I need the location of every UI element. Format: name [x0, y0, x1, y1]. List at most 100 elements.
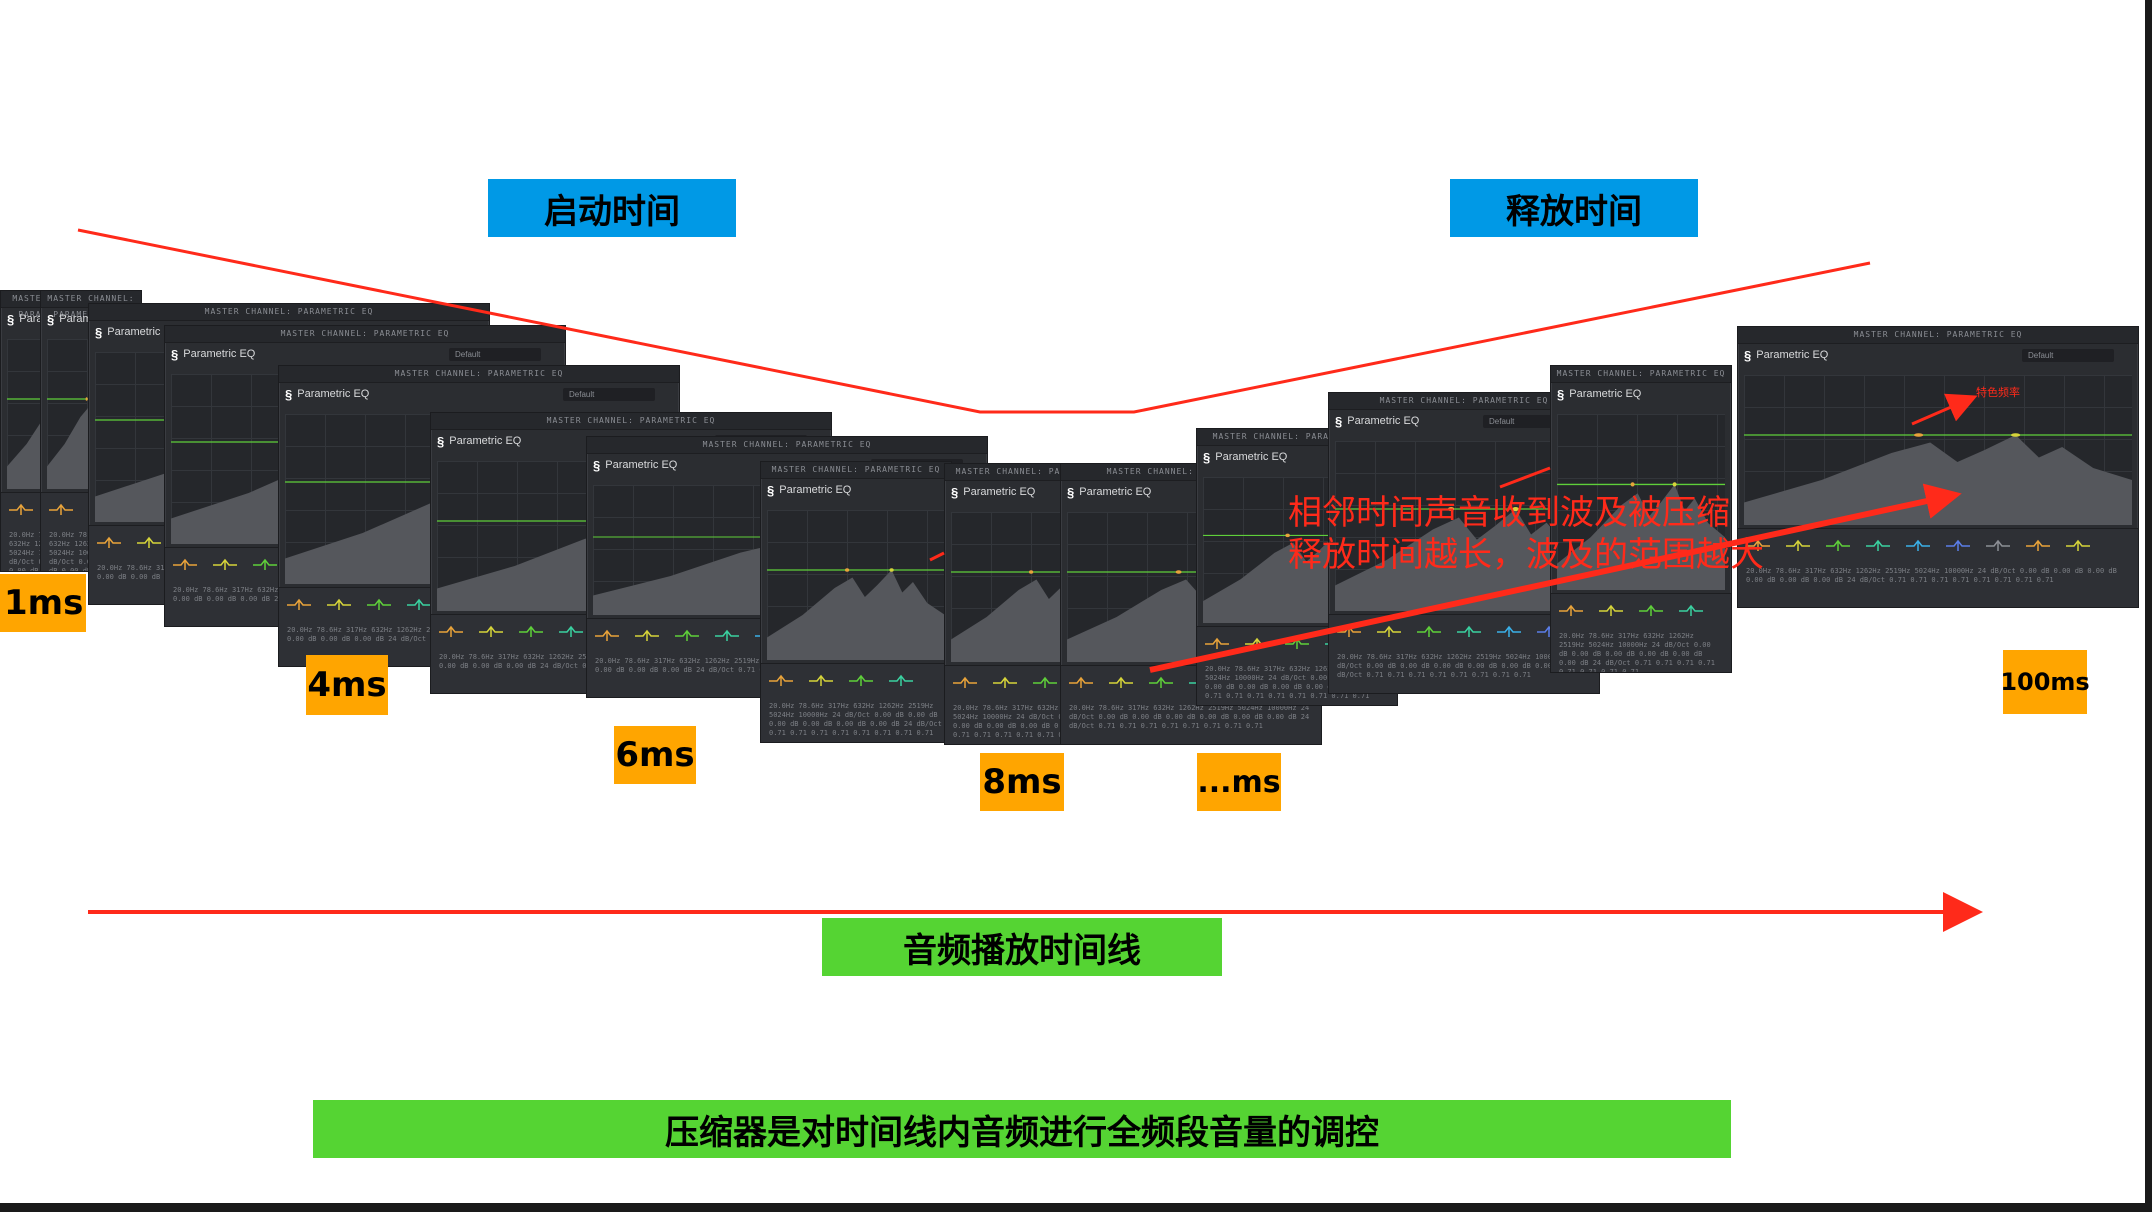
band-type-icon — [1285, 637, 1309, 649]
plugin-logo-icon: § — [285, 386, 293, 402]
band-type-icon — [809, 674, 833, 686]
band-type-icon — [953, 676, 977, 688]
band-type-icon — [993, 676, 1017, 688]
plugin-name: Parametric EQ — [963, 486, 1036, 498]
band-type-icon — [1679, 604, 1703, 616]
band-type-icon — [213, 558, 237, 570]
eq-band-node — [844, 568, 850, 572]
time-label-8ms: 8ms — [980, 753, 1064, 811]
attack-time-label: 启动时间 — [488, 179, 736, 237]
eq-window-titlebar: MASTER CHANNEL: PARAMETRIC EQ — [279, 366, 679, 383]
plugin-logo-icon: § — [95, 324, 103, 340]
eq-band-node — [1175, 570, 1182, 574]
eq-window-titlebar: MASTER CHANNEL: PARAMETRIC EQ — [761, 462, 951, 479]
band-type-icon — [1417, 625, 1441, 637]
eq-band-node — [2010, 433, 2021, 437]
band-type-icon — [327, 598, 351, 610]
release-time-label: 释放时间 — [1450, 179, 1698, 237]
time-label-6ms: 6ms — [614, 726, 696, 784]
band-type-icon — [635, 629, 659, 641]
eq-band-node — [889, 568, 894, 572]
time-label-4ms: 4ms — [306, 655, 388, 715]
time-label-more: ...ms — [1197, 753, 1281, 811]
spectrum-area — [1744, 435, 2132, 525]
band-type-icon — [1599, 604, 1623, 616]
plugin-name: Parametric EQ — [605, 459, 678, 471]
band-type-icon — [1946, 539, 1970, 551]
eq-window: MASTER CHANNEL: PARAMETRIC EQ§Parametric… — [1737, 326, 2139, 608]
band-type-icon — [1906, 539, 1930, 551]
plugin-logo-icon: § — [171, 346, 179, 362]
band-type-icon — [849, 674, 873, 686]
eq-window-titlebar: MASTER CHANNEL: PARAMETRIC EQ — [165, 326, 565, 343]
annotation-line-2: 释放时间越长，波及的范围越大 — [1288, 535, 1764, 575]
plugin-logo-icon: § — [1557, 386, 1565, 402]
band-type-icon — [2066, 539, 2090, 551]
band-type-icon — [97, 536, 121, 548]
plugin-logo-icon: § — [1067, 484, 1075, 500]
band-type-icon — [137, 536, 161, 548]
plugin-name: Parametric EQ — [1347, 415, 1420, 427]
band-type-icon — [595, 629, 619, 641]
band-type-icon — [439, 625, 463, 637]
band-type-icon — [675, 629, 699, 641]
eq-spectrum-plot — [1744, 375, 2132, 525]
band-type-icon — [2026, 539, 2050, 551]
plugin-name: Parametric EQ — [779, 484, 852, 496]
band-type-icon — [519, 625, 543, 637]
plugin-logo-icon: § — [437, 433, 445, 449]
band-type-icon — [173, 558, 197, 570]
band-values: 20.0Hz 78.6Hz 317Hz 632Hz 1262Hz 2519Hz … — [1746, 567, 2117, 584]
band-values: 20.0Hz 78.6Hz 317Hz 632Hz 1262Hz 2519Hz … — [1559, 632, 1715, 673]
band-type-icon — [1109, 676, 1133, 688]
plugin-name: Parametric EQ — [449, 435, 522, 447]
band-type-icon — [479, 625, 503, 637]
timeline-label: 音频播放时间线 — [822, 918, 1222, 976]
band-type-icon — [1149, 676, 1173, 688]
plugin-name: Parametric EQ — [1569, 388, 1642, 400]
plugin-name: Parametric EQ — [1215, 451, 1288, 463]
preset-select[interactable]: Default — [2022, 348, 2114, 362]
plugin-logo-icon: § — [1203, 449, 1211, 465]
eq-window-titlebar: MASTER CHANNEL: PARAMETRIC EQ — [1738, 327, 2138, 344]
band-type-icon — [1639, 604, 1663, 616]
band-type-icon — [1377, 625, 1401, 637]
band-type-icon — [1033, 676, 1057, 688]
band-type-icon — [367, 598, 391, 610]
band-type-icon — [1205, 637, 1229, 649]
eq-band-node — [1028, 570, 1034, 574]
band-type-icon — [1069, 676, 1093, 688]
band-values: 20.0Hz 78.6Hz 317Hz 632Hz 1262Hz 2519Hz … — [953, 704, 1126, 739]
plugin-logo-icon: § — [1744, 347, 1752, 363]
band-type-icon — [1986, 539, 2010, 551]
eq-band-controls: 20.0Hz 78.6Hz 317Hz 632Hz 1262Hz 2519Hz … — [761, 663, 951, 742]
eq-window-titlebar: MASTER CHANNEL: PARAMETRIC EQ — [587, 437, 987, 454]
band-type-icon — [9, 503, 33, 515]
preset-select[interactable]: Default — [449, 347, 541, 361]
plugin-logo-icon: § — [47, 311, 55, 327]
plugin-logo-icon: § — [7, 311, 15, 327]
band-values: 20.0Hz 78.6Hz 317Hz 632Hz 1262Hz 2519Hz … — [1069, 704, 1310, 730]
eq-header: § Parametric EQ — [1551, 383, 1731, 405]
band-type-icon — [889, 674, 913, 686]
band-type-icon — [1245, 637, 1269, 649]
band-type-icon — [1826, 539, 1850, 551]
plugin-name: Parametric EQ — [183, 348, 256, 360]
band-type-icon — [559, 625, 583, 637]
band-values: 20.0Hz 78.6Hz 317Hz 632Hz 1262Hz 2519Hz … — [769, 702, 942, 737]
plugin-logo-icon: § — [767, 482, 775, 498]
spectrum-area — [767, 570, 945, 660]
eq-window-titlebar: MASTER CHANNEL: PARAMETRIC EQ — [89, 304, 489, 321]
preset-select[interactable]: Default — [563, 387, 655, 401]
band-type-icon — [1337, 625, 1361, 637]
bottom-border — [0, 1203, 2152, 1212]
plugin-logo-icon: § — [1335, 413, 1343, 429]
plugin-name: Parametric EQ — [297, 388, 370, 400]
band-type-icon — [1559, 604, 1583, 616]
eq-band-node — [1672, 482, 1677, 487]
eq-spectrum-plot — [767, 510, 945, 660]
highlight-note: 特色频率 — [1976, 386, 2020, 399]
eq-band-controls: 20.0Hz 78.6Hz 317Hz 632Hz 1262Hz 2519Hz … — [1551, 593, 1731, 672]
band-type-icon — [287, 598, 311, 610]
band-type-icon — [1786, 539, 1810, 551]
